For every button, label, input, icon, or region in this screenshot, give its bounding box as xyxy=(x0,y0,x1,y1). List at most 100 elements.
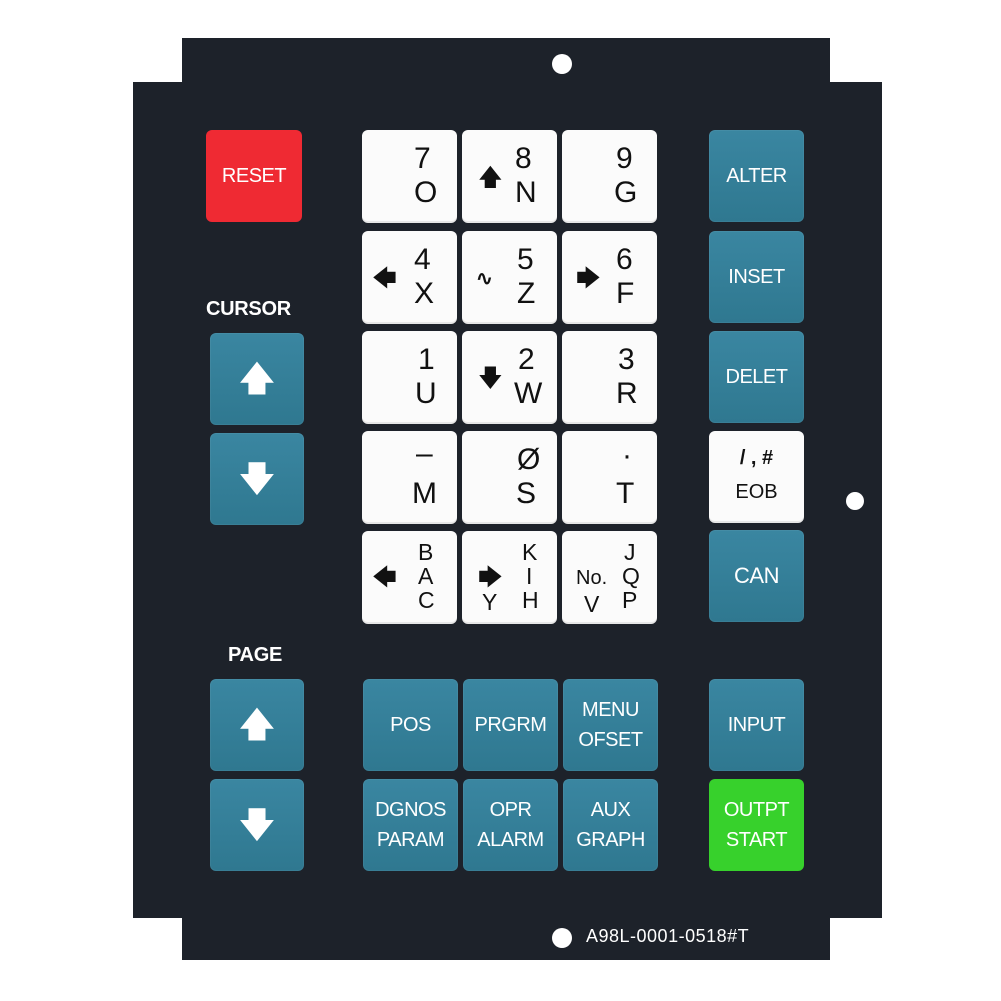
insert-button[interactable]: INSET xyxy=(709,231,804,323)
mount-hole-top xyxy=(552,54,572,74)
key-7[interactable]: 7 O xyxy=(362,130,457,223)
output-label: OUTPT xyxy=(723,799,790,821)
offset-label: OFSET xyxy=(578,729,643,751)
graph-label: GRAPH xyxy=(576,829,645,851)
key-kih-l3: H xyxy=(522,587,539,613)
key-dot-letter: T xyxy=(616,477,635,510)
key-3-letter: R xyxy=(616,377,638,410)
eob-symbols: / , # xyxy=(739,447,774,469)
key-jqp-l1: J xyxy=(624,539,636,565)
arrow-down-icon: 🡇 xyxy=(239,806,275,844)
key-bac-l1: B xyxy=(418,539,434,565)
key-1-number: 1 xyxy=(418,343,435,376)
key-zero[interactable]: Ø S xyxy=(462,431,557,524)
key-2[interactable]: 🡇 2 W xyxy=(462,331,557,424)
key-bac-l2: A xyxy=(418,563,434,589)
arrow-up-icon: 🡅 xyxy=(478,164,503,191)
arrow-right-icon: 🡆 xyxy=(478,564,503,591)
key-3[interactable]: 3 R xyxy=(562,331,657,424)
key-4-letter: X xyxy=(414,277,435,310)
key-jqp[interactable]: No. V J Q P xyxy=(562,531,657,624)
opr-label: OPR xyxy=(489,799,532,821)
key-minus-symbol: – xyxy=(416,437,433,470)
key-kih-low: Y xyxy=(482,589,498,615)
menu-label: MENU xyxy=(582,699,639,721)
delete-label: DELET xyxy=(725,366,788,388)
zigzag-icon: ∿ xyxy=(476,268,493,290)
key-6-letter: F xyxy=(616,277,635,310)
arrow-right-icon: 🡆 xyxy=(576,265,601,292)
insert-label: INSET xyxy=(728,266,785,288)
reset-label: RESET xyxy=(221,165,287,187)
alter-button[interactable]: ALTER xyxy=(709,130,804,222)
dgnos-label: DGNOS xyxy=(375,799,446,821)
arrow-left-icon: 🡄 xyxy=(372,265,397,292)
arrow-down-icon: 🡇 xyxy=(478,365,503,392)
key-6[interactable]: 🡆 6 F xyxy=(562,231,657,324)
arrow-up-icon: 🡅 xyxy=(239,360,275,398)
key-5-number: 5 xyxy=(517,243,534,276)
pos-label: POS xyxy=(390,714,431,736)
key-8[interactable]: 🡅 8 N xyxy=(462,130,557,223)
key-zero-number: Ø xyxy=(517,443,541,476)
key-7-number: 7 xyxy=(414,142,431,175)
key-dot[interactable]: · T xyxy=(562,431,657,524)
aux-label: AUX xyxy=(590,799,631,821)
input-label: INPUT xyxy=(727,714,786,736)
eob-button[interactable]: / , # EOB xyxy=(709,431,804,523)
key-jqp-left-bottom: V xyxy=(584,591,600,617)
key-kih[interactable]: 🡆 Y K I H xyxy=(462,531,557,624)
arrow-left-icon: 🡄 xyxy=(372,564,397,591)
key-kih-l2: I xyxy=(526,563,533,589)
key-bac[interactable]: 🡄 B A C xyxy=(362,531,457,624)
key-8-letter: N xyxy=(515,176,537,209)
delete-button[interactable]: DELET xyxy=(709,331,804,423)
cursor-up-button[interactable]: 🡅 xyxy=(210,333,304,425)
key-9-letter: G xyxy=(614,176,638,209)
arrow-up-icon: 🡅 xyxy=(239,706,275,744)
can-button[interactable]: CAN xyxy=(709,530,804,622)
part-number: A98L-0001-0518#T xyxy=(586,926,750,946)
key-minus[interactable]: – M xyxy=(362,431,457,524)
key-2-letter: W xyxy=(514,377,543,410)
mount-hole-bottom xyxy=(552,928,572,948)
key-1[interactable]: 1 U xyxy=(362,331,457,424)
can-label: CAN xyxy=(734,563,779,588)
program-button[interactable]: PRGRM xyxy=(463,679,558,771)
key-6-number: 6 xyxy=(616,243,633,276)
key-minus-letter: M xyxy=(412,477,437,510)
page-down-button[interactable]: 🡇 xyxy=(210,779,304,871)
page-label: PAGE xyxy=(228,644,282,666)
key-9[interactable]: 9 G xyxy=(562,130,657,223)
key-5-letter: Z xyxy=(517,277,536,310)
program-label: PRGRM xyxy=(474,714,547,736)
pos-button[interactable]: POS xyxy=(363,679,458,771)
output-start-button[interactable]: OUTPT START xyxy=(709,779,804,871)
key-jqp-l3: P xyxy=(622,587,638,613)
key-zero-letter: S xyxy=(516,477,537,510)
key-dot-symbol: · xyxy=(622,439,632,472)
key-4[interactable]: 🡄 4 X xyxy=(362,231,457,324)
key-3-number: 3 xyxy=(618,343,635,376)
key-2-number: 2 xyxy=(518,343,535,376)
key-1-letter: U xyxy=(415,377,437,410)
reset-button[interactable]: RESET xyxy=(206,130,302,222)
key-5[interactable]: ∿ 5 Z xyxy=(462,231,557,324)
start-label: START xyxy=(725,829,788,851)
page-up-button[interactable]: 🡅 xyxy=(210,679,304,771)
key-7-letter: O xyxy=(414,176,438,209)
aux-graph-button[interactable]: AUX GRAPH xyxy=(563,779,658,871)
input-button[interactable]: INPUT xyxy=(709,679,804,771)
key-4-number: 4 xyxy=(414,243,431,276)
cursor-down-button[interactable]: 🡇 xyxy=(210,433,304,525)
eob-label: EOB xyxy=(735,481,778,503)
key-jqp-left-top: No. xyxy=(576,567,608,589)
diagnosis-param-button[interactable]: DGNOS PARAM xyxy=(363,779,458,871)
param-label: PARAM xyxy=(376,829,445,851)
opr-alarm-button[interactable]: OPR ALARM xyxy=(463,779,558,871)
key-kih-l1: K xyxy=(522,539,538,565)
key-9-number: 9 xyxy=(616,142,633,175)
menu-offset-button[interactable]: MENU OFSET xyxy=(563,679,658,771)
key-bac-l3: C xyxy=(418,587,435,613)
key-8-number: 8 xyxy=(515,142,532,175)
